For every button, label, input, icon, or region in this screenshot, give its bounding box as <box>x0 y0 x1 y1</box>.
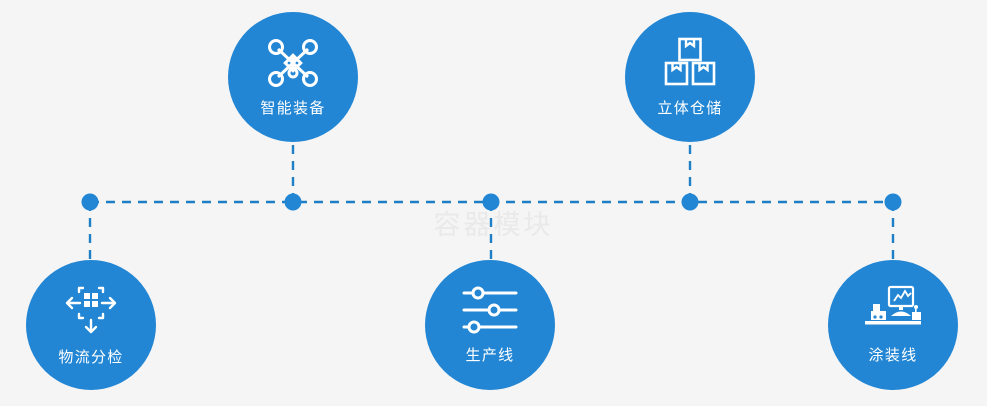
junction-dot[interactable] <box>81 193 99 211</box>
node-painting-line[interactable]: 涂装线 <box>828 260 958 390</box>
sliders-icon <box>461 285 519 335</box>
node-label: 物流分检 <box>58 348 124 366</box>
junction-dot[interactable] <box>284 193 302 211</box>
node-label: 涂装线 <box>868 346 918 364</box>
junction-dot[interactable] <box>681 193 699 211</box>
node-intelligent-equipment[interactable]: 智能装备 <box>228 12 358 142</box>
node-production-line[interactable]: 生产线 <box>425 260 555 390</box>
factory-monitor-icon <box>863 285 923 335</box>
node-label: 智能装备 <box>260 99 326 117</box>
network-nodes-icon <box>265 36 321 88</box>
stacked-boxes-icon <box>663 36 717 88</box>
junction-dot[interactable] <box>482 193 500 211</box>
node-logistics-sorting[interactable]: 物流分检 <box>26 260 156 390</box>
node-label: 生产线 <box>465 346 515 364</box>
node-label: 立体仓储 <box>657 99 723 117</box>
junction-dot[interactable] <box>884 193 902 211</box>
sorting-arrows-icon <box>61 283 121 337</box>
node-stereoscopic-warehouse[interactable]: 立体仓储 <box>625 12 755 142</box>
